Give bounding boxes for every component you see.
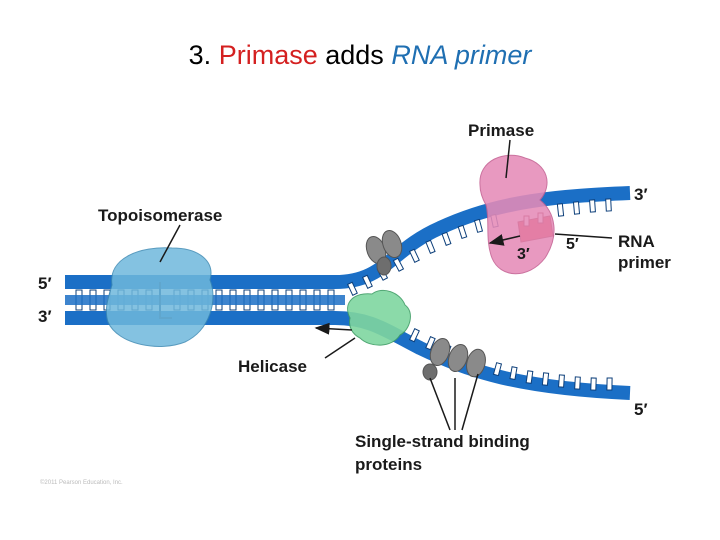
title-rna-primer: RNA primer <box>391 40 532 70</box>
ssb-proteins-upper <box>365 229 403 276</box>
label-top-right-3prime: 3′ <box>634 185 648 204</box>
label-bottom-right-5prime: 5′ <box>634 400 648 419</box>
primase-direction-arrow <box>488 234 521 246</box>
slide-title: 3. Primase adds RNA primer <box>0 40 720 71</box>
label-topoisomerase: Topoisomerase <box>98 206 222 225</box>
title-primase: Primase <box>218 40 318 70</box>
label-ssb-line2: proteins <box>355 455 422 474</box>
ssb-proteins-lower <box>422 337 486 381</box>
label-rna: RNA <box>618 232 655 251</box>
label-helicase: Helicase <box>238 357 307 376</box>
label-primer: primer <box>618 253 671 272</box>
lower-strand-bases <box>408 328 613 391</box>
title-adds: adds <box>325 40 384 70</box>
label-primer-3prime: 3′ <box>517 246 530 263</box>
label-primer-5prime: 5′ <box>566 236 579 253</box>
helicase-enzyme <box>347 290 411 346</box>
topoisomerase-enzyme <box>105 247 214 347</box>
pointer-lines <box>159 139 613 431</box>
label-left-5prime: 5′ <box>38 274 52 293</box>
title-number: 3. <box>188 40 212 70</box>
copyright-notice: ©2011 Pearson Education, Inc. <box>40 479 123 486</box>
helicase-direction-arrow <box>314 322 353 335</box>
label-primase: Primase <box>468 121 534 140</box>
label-left-3prime: 3′ <box>38 307 52 326</box>
label-ssb-line1: Single-strand binding <box>355 432 530 451</box>
parental-top-strand <box>65 186 631 289</box>
